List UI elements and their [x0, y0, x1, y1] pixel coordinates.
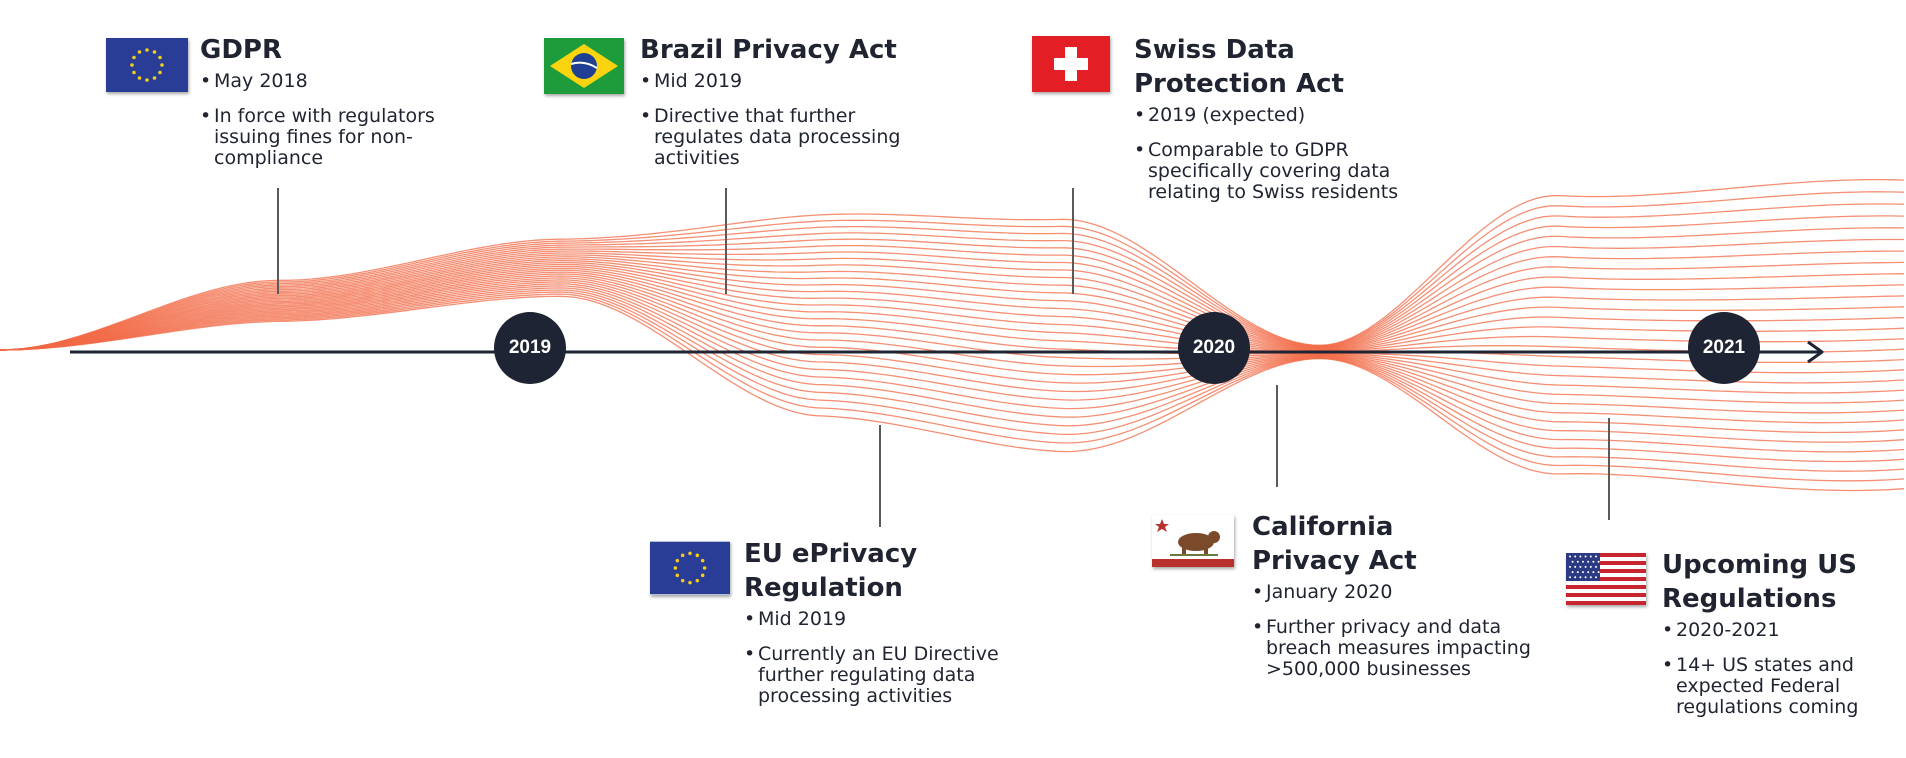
- event-title: EU ePrivacy Regulation: [744, 539, 918, 603]
- wave-line: [0, 287, 1905, 453]
- wave-line: [0, 267, 1905, 353]
- event-title: Brazil Privacy Act: [640, 35, 897, 65]
- event-date: 2020-2021: [1662, 620, 1894, 642]
- year-marker-2021: 2021: [1688, 312, 1760, 384]
- wave-line: [0, 269, 1905, 364]
- wave-line: [0, 260, 1905, 351]
- us-flag-icon: [1566, 553, 1646, 605]
- event-title: Upcoming US Regulations: [1662, 550, 1858, 614]
- wave-line: [0, 215, 1905, 351]
- event-title: GDPR: [200, 35, 282, 65]
- event-us: Upcoming US Regulations 2020-2021 14+ US…: [1662, 548, 1894, 718]
- wave-line: [0, 261, 1905, 352]
- event-date: Mid 2019: [640, 71, 910, 93]
- event-eprivacy: EU ePrivacy Regulation Mid 2019 Currentl…: [744, 537, 1044, 707]
- event-date: 2019 (expected): [1134, 105, 1424, 127]
- event-swiss: Swiss Data Protection Act 2019 (expected…: [1134, 33, 1424, 203]
- wave-line: [0, 191, 1905, 351]
- wave-line: [0, 283, 1905, 434]
- wave-line: [0, 279, 1905, 414]
- eprivacy-leader-line: [879, 425, 881, 527]
- event-description: Further privacy and data breach measures…: [1252, 617, 1552, 680]
- eu-flag-icon: [106, 38, 188, 92]
- wave-line: [0, 203, 1905, 351]
- wave-line: [0, 250, 1904, 351]
- california-leader-line: [1276, 385, 1278, 487]
- swiss-leader-line: [1072, 188, 1074, 294]
- gdpr-leader-line: [277, 188, 279, 294]
- eu-flag-icon: [650, 541, 730, 595]
- wave-line: [0, 263, 1905, 352]
- event-title: California Privacy Act: [1252, 512, 1417, 576]
- wave-line: [0, 238, 1904, 351]
- wave-line: [0, 281, 1905, 424]
- event-title: Swiss Data Protection Act: [1134, 35, 1344, 99]
- us-leader-line: [1608, 418, 1610, 520]
- wave-line: [0, 271, 1905, 374]
- event-gdpr: GDPR May 2018 In force with regulators i…: [200, 33, 460, 169]
- wave-line: [0, 178, 1905, 351]
- wave-line: [0, 289, 1905, 463]
- timeline-arrowhead: [1807, 340, 1824, 364]
- brazil-flag-icon: [544, 38, 624, 94]
- wave-line: [0, 256, 1905, 351]
- wave-line: [0, 285, 1905, 443]
- event-date: Mid 2019: [744, 609, 1044, 631]
- wave-line: [0, 254, 1905, 351]
- event-brazil: Brazil Privacy Act Mid 2019 Directive th…: [640, 33, 910, 169]
- event-date: May 2018: [200, 71, 460, 93]
- event-description: 14+ US states and expected Federal regul…: [1662, 655, 1894, 718]
- wave-line: [0, 293, 1905, 482]
- event-description: Currently an EU Directive further regula…: [744, 644, 1044, 707]
- event-description: In force with regulators issuing fines f…: [200, 106, 460, 169]
- year-marker-2019: 2019: [494, 312, 566, 384]
- wave-line: [0, 252, 1905, 351]
- wave-line: [0, 295, 1905, 492]
- wave-line: [0, 291, 1905, 472]
- event-description: Directive that further regulates data pr…: [640, 106, 910, 169]
- wave-line: [0, 258, 1905, 351]
- event-date: January 2020: [1252, 582, 1552, 604]
- wave-line: [0, 265, 1905, 353]
- year-marker-2020: 2020: [1178, 312, 1250, 384]
- event-california: California Privacy Act January 2020 Furt…: [1252, 510, 1552, 680]
- wave-line: [0, 277, 1905, 404]
- wave-line: [0, 273, 1905, 384]
- event-description: Comparable to GDPR specifically covering…: [1134, 140, 1424, 203]
- wave-line: [0, 227, 1905, 351]
- california-flag-icon: [1152, 515, 1234, 567]
- swiss-flag-icon: [1032, 36, 1110, 92]
- brazil-leader-line: [725, 188, 727, 294]
